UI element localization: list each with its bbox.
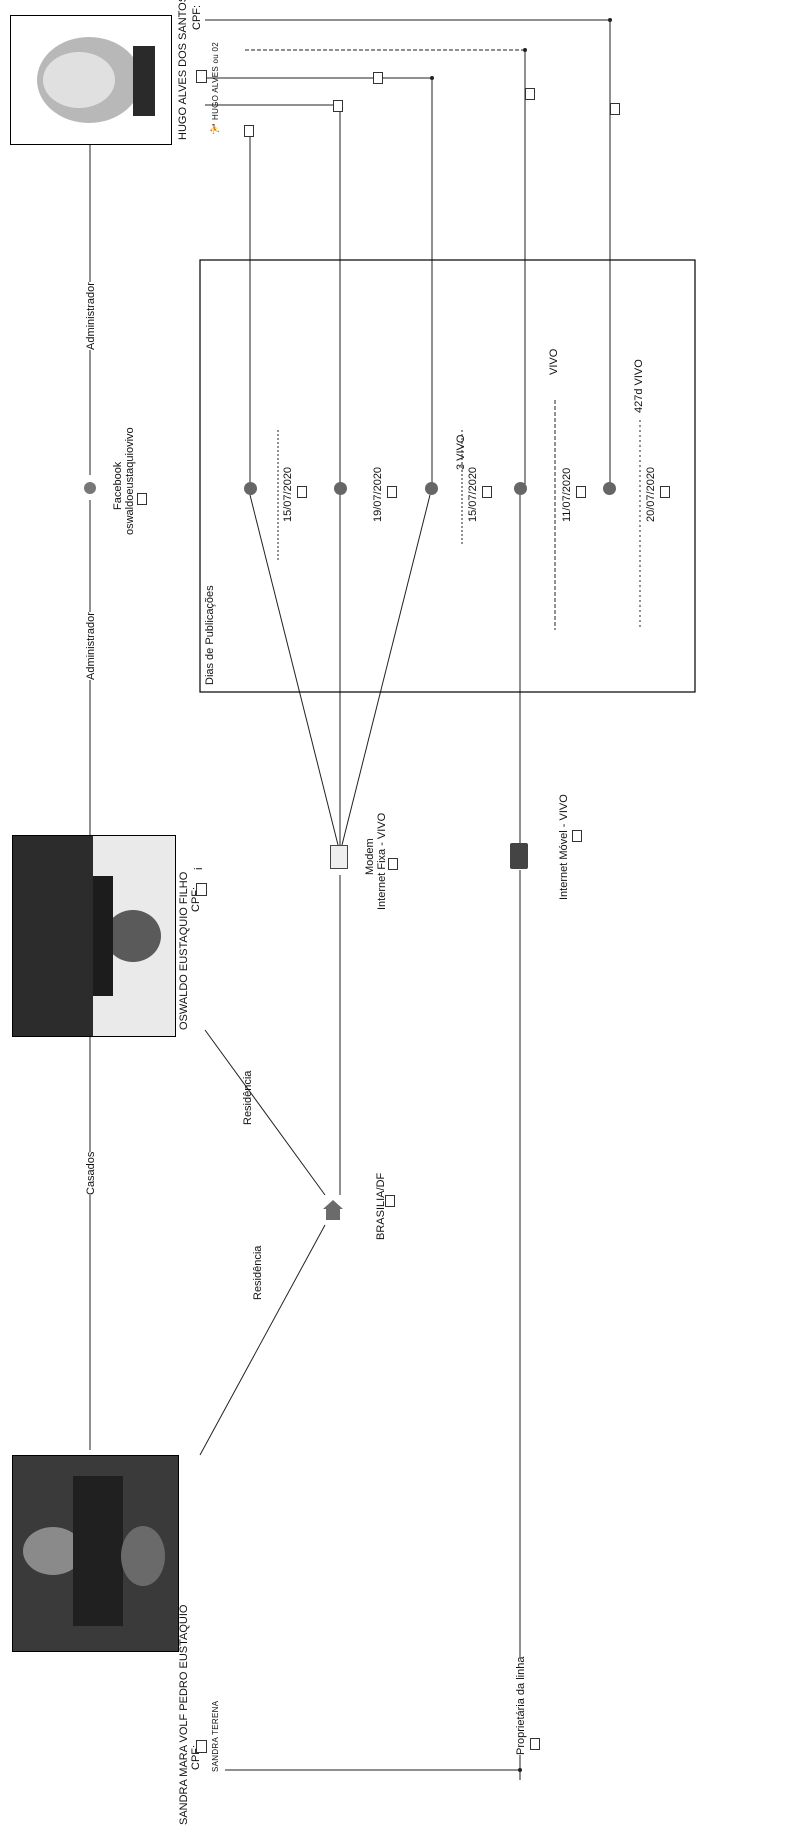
hugo-alias: HUGO ALVES ou 02 — [210, 42, 222, 120]
pub-note-4: VIVO — [548, 349, 560, 375]
pub-note-3: 3 VIVO — [455, 435, 467, 470]
globe-icon — [84, 482, 96, 494]
document-icon — [333, 100, 343, 112]
person-icon: ⛹ — [209, 124, 220, 135]
residence-label-1: Residência — [242, 1071, 254, 1125]
facebook-account: oswaldoeustaquiovivo — [124, 427, 136, 535]
pub-date-5: 20/07/2020 — [645, 467, 657, 522]
pub-date-4: 11/07/2020 — [561, 468, 573, 522]
document-icon — [387, 486, 397, 498]
residence-link-oswaldo — [205, 1030, 325, 1195]
document-icon — [244, 125, 254, 137]
oswaldo-name: OSWALDO EUSTAQUIO FILHO — [178, 872, 190, 1030]
facebook-title: Facebook — [112, 462, 124, 510]
modem-subtitle: Internet Fixa - VIVO — [376, 813, 388, 910]
pub-date-1: 15/07/2020 — [282, 467, 294, 522]
publications-box — [200, 260, 695, 692]
document-icon — [196, 883, 207, 896]
modem-title: Modem — [364, 838, 376, 875]
document-icon — [572, 830, 582, 842]
document-icon — [196, 1740, 207, 1753]
modem-icon — [330, 845, 348, 869]
document-icon — [373, 72, 383, 84]
document-icon — [525, 88, 535, 100]
hugo-cpf-label: CPF: — [191, 5, 203, 30]
pub-date-3: 15/07/2020 — [467, 467, 479, 522]
pub-date-2: 19/07/2020 — [372, 467, 384, 522]
admin-label-1: Administrador — [85, 282, 97, 350]
hugo-photo — [10, 15, 172, 145]
sandra-alias: SANDRA TERENA — [210, 1701, 222, 1772]
line-owner-label: Proprietária da linha — [515, 1657, 527, 1755]
married-label: Casados — [85, 1152, 97, 1195]
admin-label-2: Administrador — [85, 612, 97, 680]
sandra-name: SANDRA MARA VOLF PEDRO EUSTAQUIO — [178, 1605, 190, 1825]
globe-icon — [425, 482, 438, 495]
mobile-title: Internet Móvel - VIVO — [558, 794, 570, 900]
document-icon — [660, 486, 670, 498]
document-icon — [530, 1738, 540, 1750]
document-icon — [196, 70, 207, 83]
sandra-photo — [12, 1455, 179, 1652]
document-icon — [576, 486, 586, 498]
oswaldo-photo — [12, 835, 176, 1037]
document-icon — [385, 1195, 395, 1207]
publications-title: Dias de Publicações — [204, 585, 216, 685]
globe-icon — [514, 482, 527, 495]
globe-icon — [603, 482, 616, 495]
oswaldo-cpf-value: i — [193, 868, 205, 870]
pub-note-5: 427d VIVO — [633, 359, 645, 413]
globe-icon — [334, 482, 347, 495]
phone-icon — [510, 843, 528, 869]
modem-pub-link-3 — [342, 495, 430, 845]
document-icon — [137, 493, 147, 505]
document-icon — [482, 486, 492, 498]
document-icon — [388, 858, 398, 870]
hugo-name: HUGO ALVES DOS SANTOS — [177, 0, 189, 140]
residence-label-2: Residência — [252, 1246, 264, 1300]
document-icon — [297, 486, 307, 498]
modem-pub-link-1 — [250, 495, 338, 845]
document-icon — [610, 103, 620, 115]
globe-icon — [244, 482, 257, 495]
